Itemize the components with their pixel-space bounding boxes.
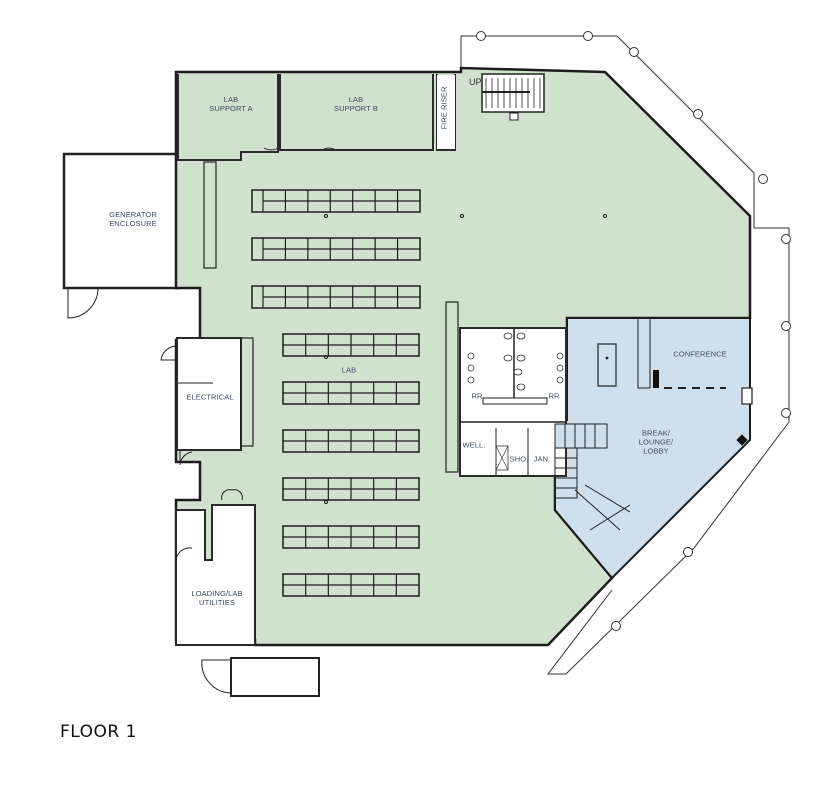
room-label-lab-support-b: LAB SUPPORT B bbox=[334, 95, 378, 113]
lab-bench bbox=[282, 429, 420, 453]
electrical-room bbox=[160, 337, 242, 466]
lobby-stair bbox=[554, 423, 631, 531]
column-marker bbox=[476, 31, 486, 41]
lab-bench bbox=[282, 381, 420, 405]
lab-bench bbox=[251, 285, 421, 309]
column-marker bbox=[781, 408, 791, 418]
column-marker bbox=[781, 321, 791, 331]
room-label-conference: CONFERENCE bbox=[673, 349, 727, 359]
room-label-lab-support-a: LAB SUPPORT A bbox=[209, 95, 253, 113]
lab-bench bbox=[282, 333, 420, 357]
lab-bench bbox=[251, 237, 421, 261]
column-marker bbox=[629, 47, 639, 57]
floor-title: FLOOR 1 bbox=[60, 722, 137, 742]
room-label-fire-riser: FIRE RISER bbox=[439, 86, 449, 130]
room-label-restroom-right: RR bbox=[548, 391, 560, 401]
conference-room bbox=[597, 317, 753, 446]
restroom-core bbox=[459, 327, 567, 477]
column-marker bbox=[611, 621, 621, 631]
room-label-lab: LAB bbox=[341, 365, 357, 375]
fire-riser-room bbox=[437, 75, 455, 149]
lab-bench bbox=[282, 525, 420, 549]
column-marker bbox=[781, 234, 791, 244]
structural-columns bbox=[476, 31, 791, 631]
room-label-restroom-left: RR bbox=[471, 391, 483, 401]
lab-bench bbox=[251, 189, 421, 213]
room-label-shower: SHO. bbox=[509, 454, 529, 464]
column-marker bbox=[693, 109, 703, 119]
column-marker bbox=[758, 174, 768, 184]
generator-enclosure-walls bbox=[62, 152, 180, 319]
room-label-electrical: ELECTRICAL bbox=[186, 392, 234, 402]
stair-up-label: UP bbox=[469, 77, 482, 87]
loading-room bbox=[175, 489, 256, 646]
column-marker bbox=[683, 547, 693, 557]
room-label-generator-enclosure: GENERATOR ENCLOSURE bbox=[109, 210, 157, 228]
stair-up bbox=[481, 73, 545, 121]
room-label-wellness: WELL. bbox=[462, 440, 486, 450]
room-label-break-lounge-lobby: BREAK/ LOUNGE/ LOBBY bbox=[638, 428, 674, 456]
column-marker bbox=[583, 31, 593, 41]
loading-dock bbox=[201, 657, 320, 697]
lab-bench bbox=[282, 477, 420, 501]
lab-bench bbox=[282, 573, 420, 597]
counter-run bbox=[203, 161, 459, 473]
lab-benches bbox=[251, 189, 421, 597]
canopy-outline bbox=[460, 35, 790, 675]
room-label-janitor: JAN. bbox=[533, 454, 551, 464]
room-label-loading-lab-utilities: LOADING/LAB UTILITIES bbox=[191, 589, 243, 607]
